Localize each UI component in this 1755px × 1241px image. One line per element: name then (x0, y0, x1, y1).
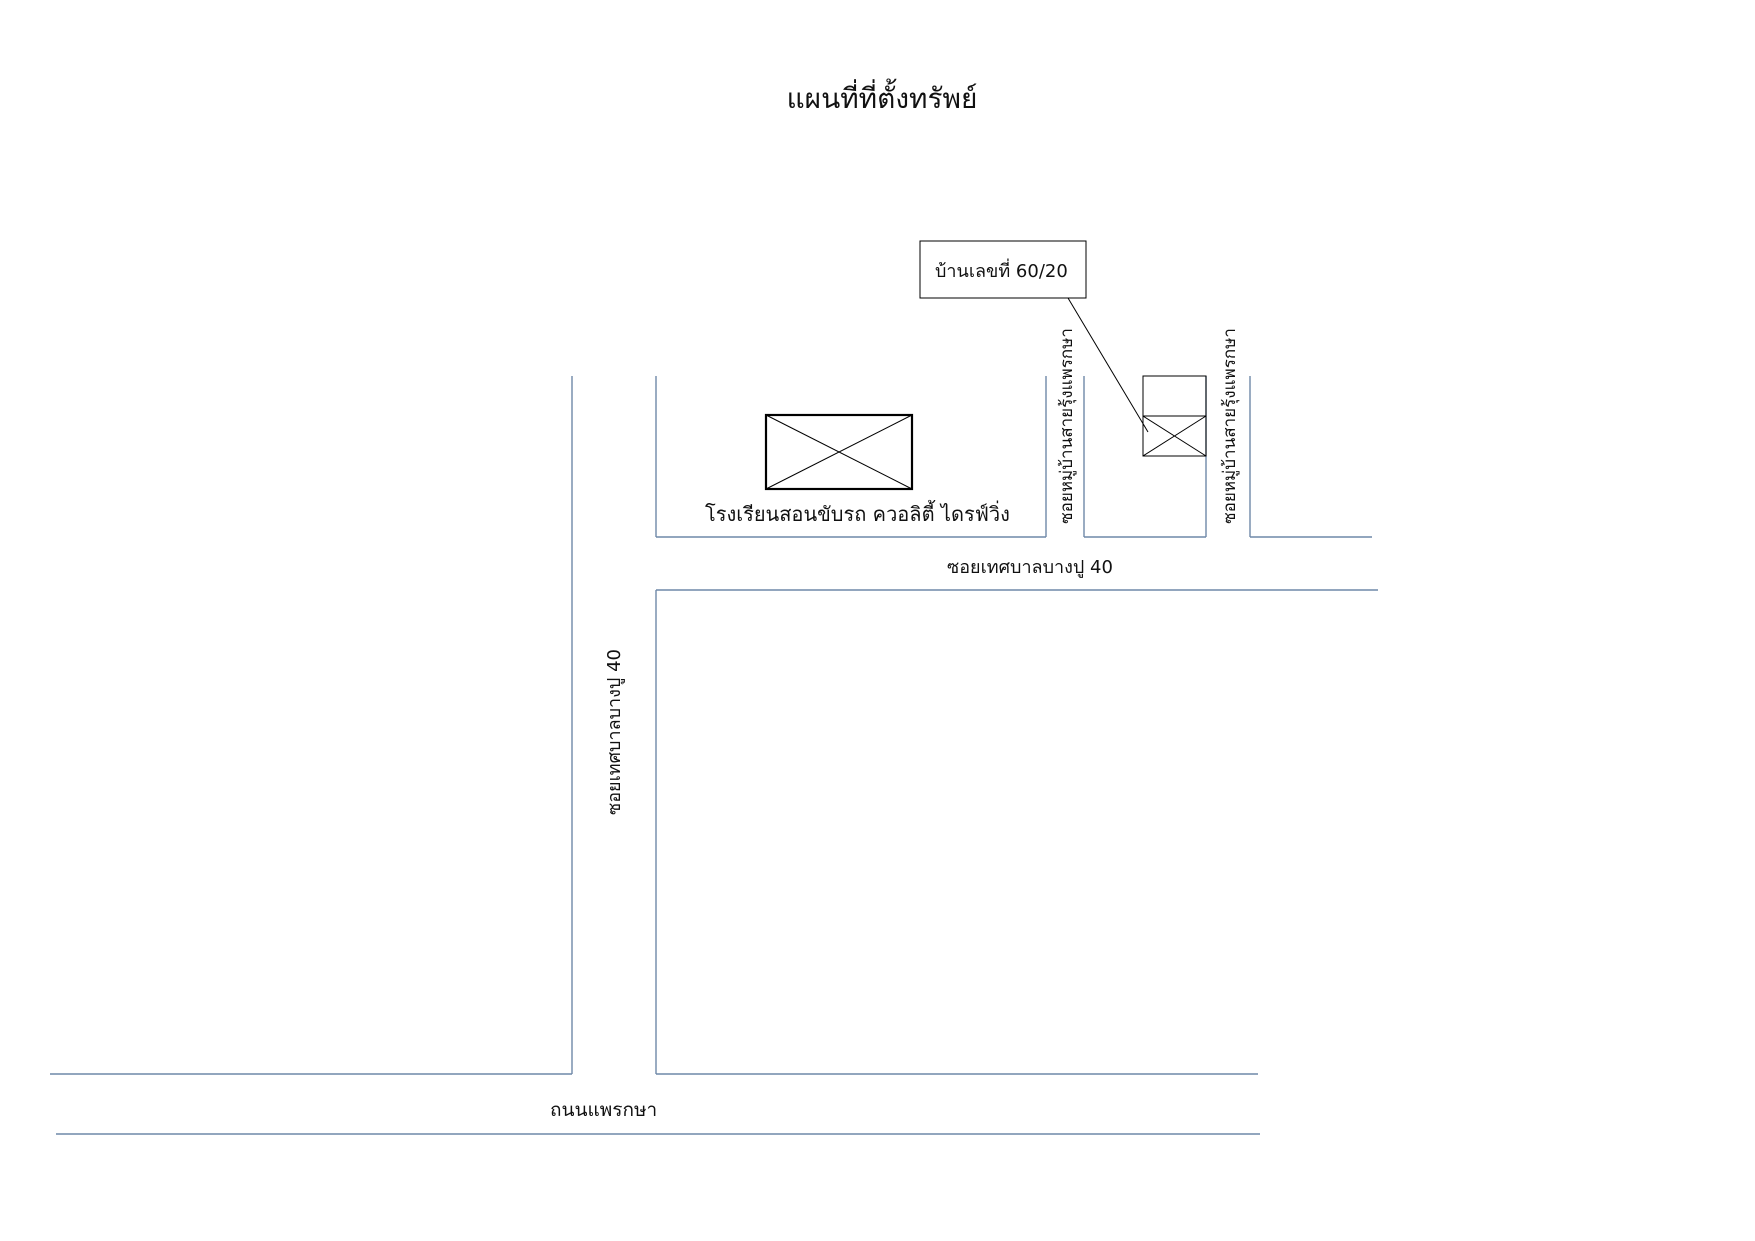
property-callout (919, 240, 1149, 433)
horizontal-soi-label: ซอยเทศบาลบางปู 40 (947, 557, 1113, 578)
village-soi-right-label: ซอยหมู่บ้านสายรุ้งแพรกษา (1220, 328, 1240, 524)
subject-property-building (1142, 375, 1207, 457)
vertical-soi-label: ซอยเทศบาลบางปู 40 (604, 649, 625, 815)
village-soi-left-label: ซอยหมู่บ้านสายรุ้งแพรกษา (1057, 328, 1077, 524)
school-label: โรงเรียนสอนขับรถ ควอลิตี้ ไดรฟ์วิ่ง (705, 500, 1010, 526)
school-building (764, 413, 914, 491)
main-road-label: ถนนแพรกษา (550, 1099, 657, 1121)
map-title: แผนที่ที่ตั้งทรัพย์ (787, 78, 978, 115)
property-callout-label: บ้านเลขที่ 60/20 (935, 258, 1068, 282)
